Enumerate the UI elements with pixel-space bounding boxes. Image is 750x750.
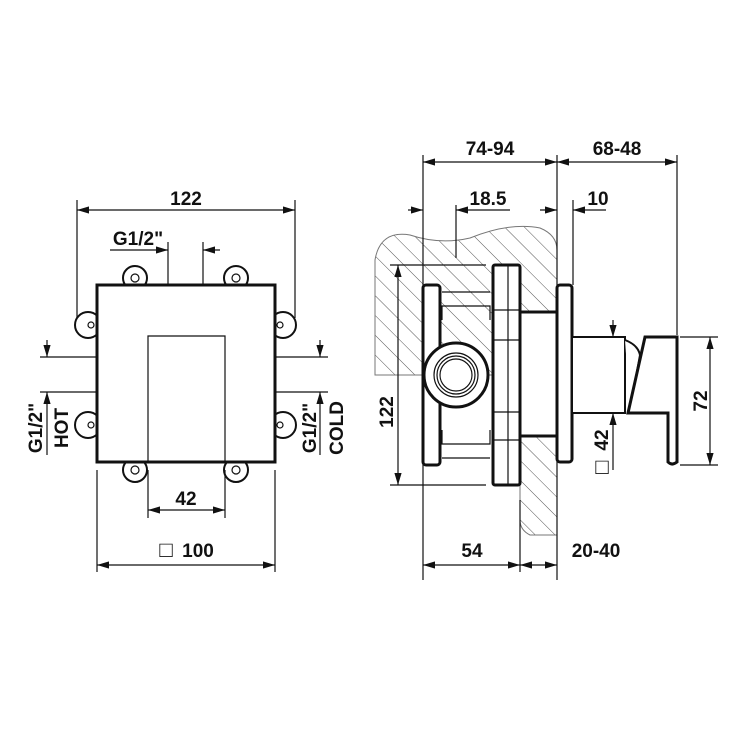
dim-handle-42: 42	[175, 489, 196, 510]
handle-outline	[147, 335, 226, 462]
square-symbol: □	[595, 454, 608, 479]
dim-inlet-offset: 18.5	[470, 189, 507, 210]
square-symbol: □	[159, 537, 172, 562]
dim-width-122: 122	[170, 189, 202, 210]
flange	[491, 263, 522, 487]
lever-handle	[626, 335, 679, 466]
label-hot: HOT	[52, 408, 73, 449]
dim-projection: 68-48	[593, 139, 642, 160]
inlet-pipe	[422, 341, 490, 409]
dim-handle-height: 72	[691, 390, 712, 411]
dim-plate-thickness: 10	[587, 189, 608, 210]
dim-body-height: 122	[377, 396, 398, 428]
dim-wall-depth: 74-94	[466, 139, 515, 160]
dim-plate-100: 100	[182, 541, 214, 562]
dim-body-depth: 54	[461, 541, 483, 562]
dim-spindle-42: 42	[592, 429, 613, 450]
cover-plate	[95, 283, 277, 464]
front-view: 122 G1/2" G1/2" HOT G1/2" COLD 42 □ 100	[26, 189, 348, 572]
dim-hot-thread: G1/2"	[26, 403, 47, 453]
side-view: 74-94 68-48 18.5 10 122 72 42 □ 54 20-40	[374, 139, 718, 580]
label-cold: COLD	[327, 401, 348, 455]
dim-cold-thread: G1/2"	[300, 403, 321, 453]
dim-inlet-thread: G1/2"	[113, 229, 163, 250]
dim-tile-range: 20-40	[572, 541, 621, 562]
side-cover-plate	[555, 283, 574, 464]
spindle	[571, 336, 626, 414]
